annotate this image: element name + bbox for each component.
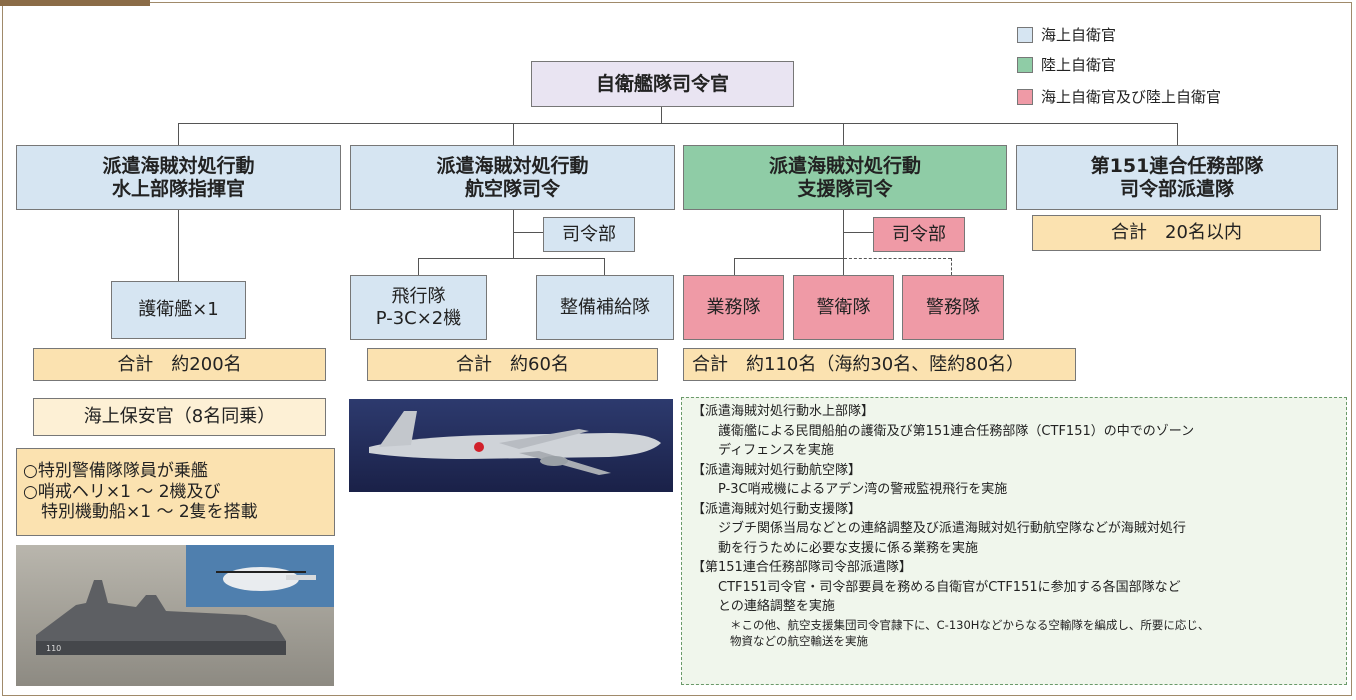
connector [843, 258, 844, 275]
ship-box: 護衛艦×1 [111, 281, 246, 339]
legend-swatch-ground [1017, 56, 1033, 73]
notes-heading: 【派遣海賊対処行動支援隊】 [692, 501, 862, 517]
unit-box-ctf151: 第151連合任務部隊 司令部派遣隊 [1016, 145, 1338, 210]
legend-label: 海上自衛官 [1041, 26, 1117, 44]
connector [734, 258, 735, 275]
notes-body: P-3C哨戒機によるアデン湾の警戒監視飛行を実施 [718, 482, 1008, 497]
connector [1177, 123, 1178, 145]
support-hq-box: 司令部 [873, 217, 965, 252]
unit-line2: 航空隊司令 [464, 177, 560, 200]
notes-body: ディフェンスを実施 [718, 443, 834, 458]
notes-heading: 【派遣海賊対処行動水上部隊】 [692, 404, 875, 419]
legend-item-ground: 陸上自衛官 [1017, 54, 1116, 75]
coast-guard-box: 海上保安官（8名同乗） [33, 398, 326, 436]
surface-total-box: 合計 約200名 [33, 348, 326, 381]
connector [734, 258, 844, 259]
notes-body: 護衛艦による民間船舶の護衛及び第151連合任務部隊（CTF151）の中でのゾーン [718, 423, 1195, 439]
support-unit-box: 警衛隊 [793, 275, 894, 340]
connector [843, 123, 844, 145]
unit-line2: 司令部派遣隊 [1119, 177, 1234, 200]
support-total-box: 合計 約110名（海約30名、陸約80名） [683, 348, 1076, 381]
support-unit-box: 警務隊 [902, 275, 1004, 340]
unit-box-air: 派遣海賊対処行動 航空隊司令 [350, 145, 675, 210]
ctf151-total-box: 合計 20名以内 [1032, 215, 1321, 251]
legend-swatch-both [1017, 88, 1033, 105]
notes-body: ジブチ関係当局などとの連絡調整及び派遣海賊対処行動航空隊などが海賊対処行 [718, 521, 1186, 536]
surface-extra-box: ○特別警備隊隊員が乗艦 ○哨戒ヘリ×1 ～ 2機及び 特別機動船×1 ～ 2隻を… [16, 448, 335, 536]
extra-line: ○哨戒ヘリ×1 ～ 2機及び [23, 481, 221, 502]
connector [843, 232, 873, 233]
flight-unit-box: 飛行隊 P-3C×2機 [350, 275, 487, 340]
notes-heading: 【第151連合任務部隊司令部派遣隊】 [692, 560, 912, 575]
connector [513, 232, 543, 233]
unit-line1: 第151連合任務部隊 [1090, 154, 1264, 177]
header-tab [0, 0, 150, 6]
unit-line1: 派遣海賊対処行動 [436, 154, 589, 177]
support-unit-box: 業務隊 [683, 275, 784, 340]
air-hq-box: 司令部 [543, 217, 635, 252]
legend-label: 海上自衛官及び陸上自衛官 [1041, 88, 1222, 106]
connector [178, 210, 179, 281]
top-commander-box: 自衛艦隊司令官 [531, 61, 794, 107]
mission-notes-box: 【派遣海賊対処行動水上部隊】 護衛艦による民間船舶の護衛及び第151連合任務部隊… [681, 397, 1347, 685]
extra-line: 特別機動船×1 ～ 2隻を搭載 [41, 502, 258, 523]
unit-line2: 支援隊司令 [797, 177, 893, 200]
connector [513, 210, 514, 258]
unit-line1: 派遣海賊対処行動 [102, 154, 255, 177]
dashed-connector [844, 258, 951, 259]
connector [178, 123, 1177, 124]
escort-ship-photo: 110 [16, 545, 334, 686]
notes-body: との連絡調整を実施 [718, 599, 835, 614]
dashed-connector [951, 258, 952, 275]
unit-box-support: 派遣海賊対処行動 支援隊司令 [683, 145, 1007, 210]
flight-line1: 飛行隊 [391, 285, 446, 307]
connector [513, 123, 514, 145]
maintenance-unit-box: 整備補給隊 [536, 275, 674, 340]
notes-heading: 【派遣海賊対処行動航空隊】 [692, 462, 862, 478]
legend-item-maritime: 海上自衛官 [1017, 24, 1116, 45]
legend-label: 陸上自衛官 [1041, 56, 1117, 74]
unit-line2: 水上部隊指揮官 [111, 177, 245, 200]
connector [661, 107, 662, 124]
unit-line1: 派遣海賊対処行動 [768, 154, 921, 177]
connector [418, 258, 419, 275]
legend-item-both: 海上自衛官及び陸上自衛官 [1017, 86, 1221, 107]
connector [843, 210, 844, 258]
flight-line2: P-3C×2機 [375, 307, 462, 329]
notes-footnote: 物資などの航空輸送を実施 [730, 633, 868, 648]
connector [604, 258, 605, 275]
connector [178, 123, 179, 145]
p3c-aircraft-photo [349, 399, 673, 492]
notes-body: CTF151司令官・司令部要員を務める自衛官がCTF151に参加する各国部隊など [718, 579, 1181, 595]
extra-line: ○特別警備隊隊員が乗艦 [23, 461, 208, 482]
connector [418, 258, 604, 259]
air-total-box: 合計 約60名 [367, 348, 658, 381]
notes-footnote: ＊この他、航空支援集団司令官隷下に、C-130Hなどからなる空輸隊を編成し、所要… [730, 617, 1210, 632]
unit-box-surface: 派遣海賊対処行動 水上部隊指揮官 [16, 145, 341, 210]
notes-body: 動を行うために必要な支援に係る業務を実施 [718, 540, 979, 556]
legend-swatch-maritime [1017, 26, 1033, 43]
svg-text:110: 110 [46, 644, 61, 653]
